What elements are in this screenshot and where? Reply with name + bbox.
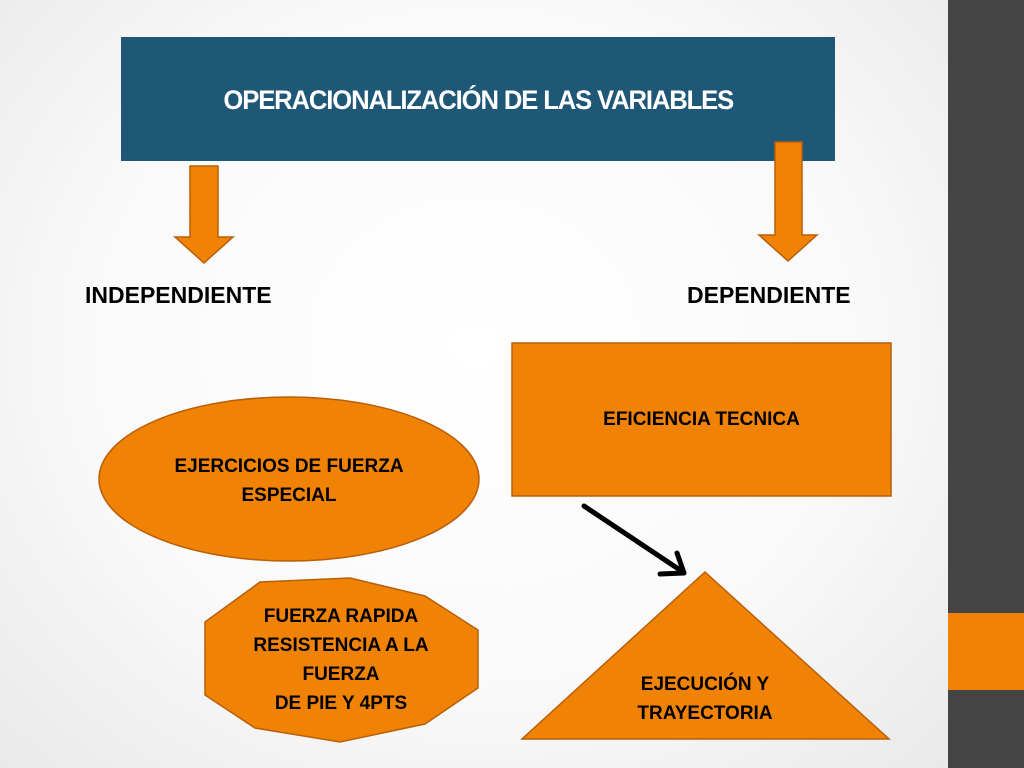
execution-line-2: TRAYECTORIA <box>637 703 773 724</box>
execution-line-1: EJECUCIÓN Y <box>640 674 770 695</box>
exercises-line-1: EJERCICIOS DE FUERZA <box>174 456 404 477</box>
down-arrow-icon-right <box>757 141 819 263</box>
strength-line-2: RESISTENCIA A LA <box>253 635 429 656</box>
independent-label: INDEPENDIENTE <box>85 282 272 308</box>
side-accent <box>948 613 1024 690</box>
exercises-text: EJERCICIOS DE FUERZA ESPECIAL <box>120 450 458 512</box>
exercises-ellipse <box>98 396 480 562</box>
diagonal-arrow-icon <box>581 503 683 573</box>
efficiency-rect <box>511 342 892 497</box>
execution-triangle <box>520 570 891 740</box>
title-box: OPERACIONALIZACIÓN DE LAS VARIABLES <box>121 37 835 161</box>
strength-octagon <box>204 577 479 743</box>
execution-text: EJECUCIÓN Y TRAYECTORIA <box>570 668 840 730</box>
efficiency-text: EFICIENCIA TECNICA <box>512 343 891 496</box>
exercises-line-2: ESPECIAL <box>241 485 337 506</box>
title-text: OPERACIONALIZACIÓN DE LAS VARIABLES <box>223 84 734 115</box>
diagram <box>98 141 892 743</box>
strength-line-1: FUERZA RAPIDA <box>263 606 419 627</box>
strength-text: FUERZA RAPIDA RESISTENCIA A LA FUERZA DE… <box>205 600 477 720</box>
strength-line-3: FUERZA <box>302 664 380 685</box>
strength-line-4: DE PIE Y 4PTS <box>274 693 408 714</box>
down-arrow-icon-left <box>173 165 235 265</box>
efficiency-text-line: EFICIENCIA TECNICA <box>603 409 800 430</box>
diagonal-arrow-head <box>657 550 687 577</box>
dependent-label: DEPENDIENTE <box>687 282 851 308</box>
